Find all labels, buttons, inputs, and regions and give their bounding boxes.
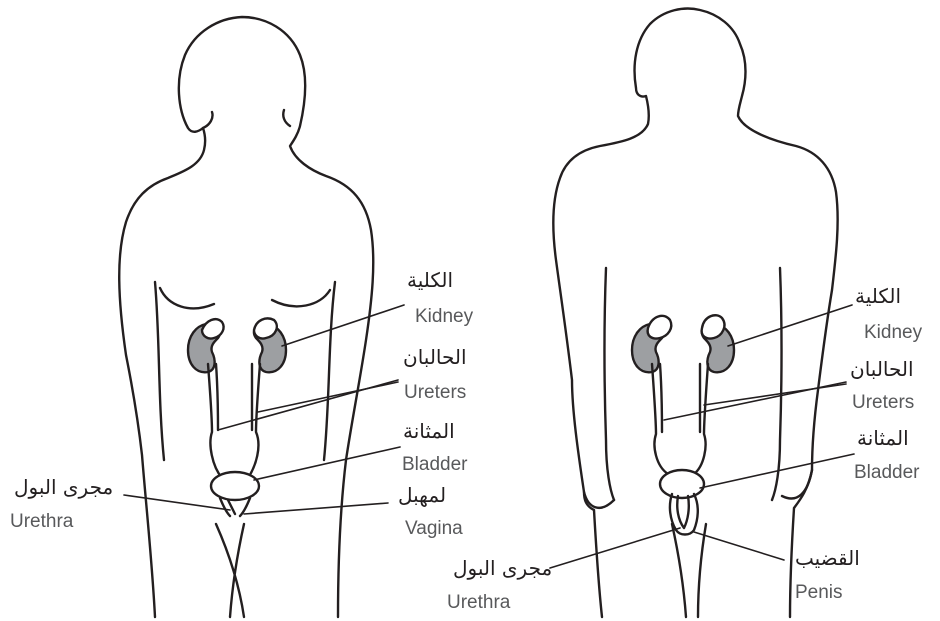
male-bladder [660,470,704,498]
female-adrenal-right [254,318,277,338]
female-bladder-label-ar: المثانة [403,421,455,441]
male-urethra-label-ar: مجرى البول [453,558,552,578]
female-vagina-label-en: Vagina [405,519,463,538]
female-kidney-leader [282,305,404,346]
male-penis-label-en: Penis [795,583,843,602]
male-bladder-label-en: Bladder [854,463,920,482]
female-kidney-label-ar: الكلية [407,270,453,290]
male-figure [553,9,837,617]
female-urethra-leader [124,495,230,510]
male-ureters-leader-b [704,384,846,405]
male-urethra-leader [550,528,680,568]
female-bladder-label-en: Bladder [402,455,468,474]
male-hand-right [782,470,812,498]
male-urethra-label-en: Urethra [447,593,510,612]
female-breast-left [160,288,214,308]
female-hair-inner [203,110,290,128]
female-adrenal-left [202,319,224,338]
male-kidney-label-ar: الكلية [855,286,901,306]
female-bladder-leader [254,447,400,480]
female-bladder [211,472,259,500]
male-penis-label-ar: القضيب [795,548,860,568]
male-adrenal-left [648,316,672,339]
female-breast-right [272,290,330,306]
female-right-arm-inner [155,282,164,460]
female-ureter-left [208,364,222,478]
female-legs [216,524,244,617]
male-kidney-label-en: Kidney [864,323,922,342]
male-ureter-left-inner [660,364,662,432]
male-bladder-label-ar: المثانة [857,428,909,448]
female-urethra-label-en: Urethra [10,512,73,531]
female-ureter-left-inner [216,364,218,430]
female-kidney-label-en: Kidney [415,307,473,326]
female-figure [119,17,373,617]
female-ureters-label-en: Ureters [404,383,466,402]
male-adrenal-right [702,315,725,338]
male-left-arm-inner [772,268,782,500]
female-ureters-label-ar: الحالبان [403,347,467,367]
male-penis-leader [694,532,784,560]
female-left-arm-inner [324,282,335,460]
male-ureters-label-ar: الحالبان [850,359,914,379]
female-vagina-leader [244,503,388,514]
male-legs [672,524,706,617]
female-vagina-label-ar: لمهبل [398,485,446,505]
male-penis [670,494,698,535]
female-urethra-label-ar: مجرى البول [14,477,113,497]
male-ureters-label-en: Ureters [852,393,914,412]
male-kidney-leader [728,305,852,346]
male-right-arm-inner [605,268,615,500]
